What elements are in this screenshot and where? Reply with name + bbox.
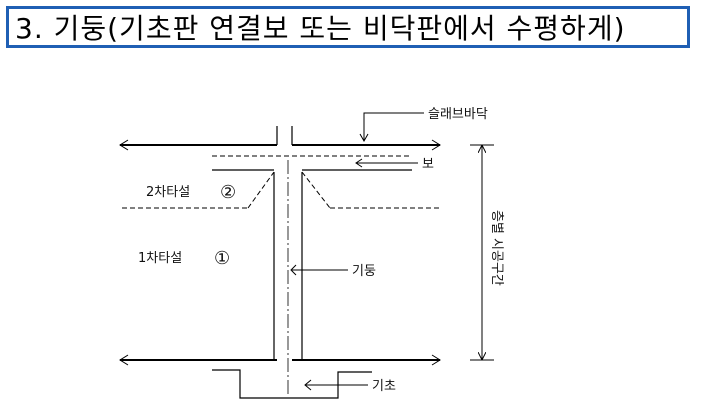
- second-pour-label: 2차타설: [146, 185, 190, 200]
- footing-leader-arrow: [304, 379, 312, 391]
- section-title: 3. 기둥(기초판 연결보 또는 비닥판에서 수평하게): [6, 6, 690, 48]
- haunch-dashed: [122, 171, 440, 209]
- column-leader-arrow: [290, 264, 297, 276]
- slab-floor-label: 슬래브바닥: [428, 107, 488, 122]
- floor-section-ticks: [470, 144, 494, 361]
- column-body: [273, 172, 303, 360]
- first-pour-number: ①: [214, 248, 230, 269]
- second-pour-number: ②: [220, 182, 236, 203]
- bottom-slab-end-marks: [119, 354, 441, 366]
- column-label: 기둥: [352, 264, 376, 279]
- top-slab-end-marks: [119, 139, 441, 151]
- column-top-stub: [276, 126, 293, 145]
- beam-leader-arrow: [355, 158, 363, 168]
- first-pour-label: 1차타설: [138, 251, 182, 266]
- floor-section-label: 층별 시공구간: [489, 210, 504, 286]
- footing-outline: [212, 369, 372, 399]
- slab-floor-leader: [363, 112, 424, 141]
- footing-label: 기초: [372, 379, 396, 394]
- slab-floor-leader-arrow: [359, 133, 369, 143]
- beam-label: 보: [422, 157, 434, 172]
